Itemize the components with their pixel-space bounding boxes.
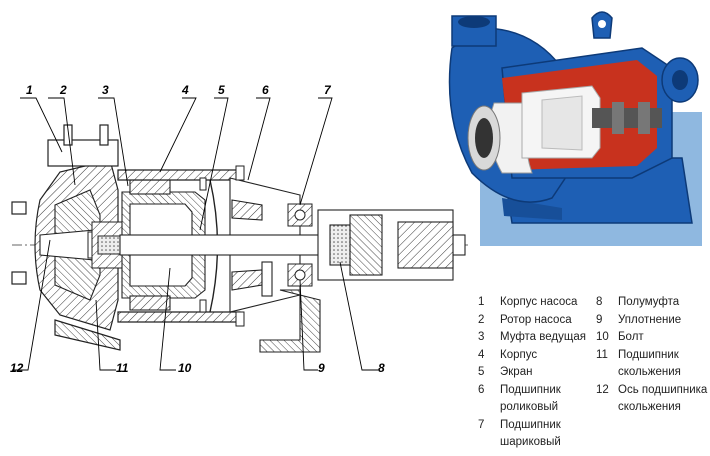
legend-item: 1 Корпус насоса — [478, 294, 598, 312]
callout-6: 6 — [262, 83, 269, 97]
callout-10: 10 — [178, 361, 192, 375]
callout-1: 1 — [26, 83, 33, 97]
callout-9: 9 — [318, 361, 325, 375]
pump-cutaway-photo — [448, 11, 702, 246]
legend-item: 12 Ось подшипника скольжения — [596, 382, 708, 417]
legend-item-text: шариковый — [500, 436, 561, 448]
callout-5: 5 — [218, 83, 225, 97]
legend-item: 9 Уплотнение — [596, 312, 706, 330]
half-coupling — [317, 209, 454, 281]
callout-2: 2 — [60, 83, 67, 97]
legend-item: 8 Полумуфта — [596, 294, 706, 312]
legend-item-text: Корпус насоса — [500, 296, 578, 308]
pump-rotor — [39, 189, 101, 301]
legend-item-number: 1 — [478, 296, 485, 308]
legend-item-number: 2 — [478, 313, 485, 326]
legend-column-1: 1 Корпус насоса 2 Ротор насоса 3 Муфта ведуща… — [478, 294, 598, 452]
legend-item-number: 3 — [478, 331, 485, 343]
legend-item-text: Болт — [618, 331, 644, 343]
callout-11: 11 — [116, 361, 129, 375]
callout-12: 12 — [10, 361, 24, 375]
legend-item-number: 8 — [596, 296, 603, 308]
legend-item-text: Ротор насоса — [500, 313, 572, 326]
legend-item: 5 Экран — [478, 364, 598, 382]
legend-item: 11 Подшипник скольжения — [596, 347, 706, 382]
bolts — [199, 165, 245, 327]
legend-item-text: Полумуфта — [618, 296, 680, 308]
legend-item-number: 7 — [478, 418, 485, 431]
legend-item: 10 Болт — [596, 329, 706, 347]
legend-item-text: Подшипник — [618, 348, 679, 361]
legend-item-number: 5 — [478, 366, 485, 378]
callout-7: 7 — [324, 83, 331, 97]
callout-8: 8 — [378, 361, 385, 375]
legend-item-number: 11 — [596, 348, 608, 361]
legend-item-text: скольжения — [618, 366, 681, 378]
legend-item-text: Подшипник — [500, 383, 561, 396]
legend-item-number: 6 — [478, 383, 485, 396]
legend-item-text: Экран — [500, 366, 533, 378]
legend-item-number: 4 — [478, 348, 485, 361]
callout-4: 4 — [182, 83, 189, 97]
legend-column-2: 8 Полумуфта 9 Уплотнение 10 Болт 11 Подшипник ск… — [596, 294, 708, 417]
legend-item-text: Корпус — [500, 348, 538, 361]
legend-item: 2 Ротор насоса — [478, 312, 598, 330]
legend-item-number: 12 — [596, 383, 609, 396]
ball-bearing — [287, 203, 313, 287]
legend-item: 4 Корпус — [478, 347, 598, 365]
legend-item: 3 Муфта ведущая — [478, 329, 598, 347]
legend-item: 6 Подшипник роликовый — [478, 382, 598, 417]
legend-item: 7 Подшипник шариковый — [478, 417, 598, 452]
pump-cross-section-drawing — [11, 97, 468, 371]
legend-item-text: Уплотнение — [618, 313, 682, 326]
legend-item-text: скольжения — [618, 401, 681, 413]
legend-item-text: роликовый — [500, 401, 559, 413]
leader-lines — [12, 97, 378, 371]
legend-item-text: Муфта ведущая — [500, 331, 586, 343]
legend-item-text: Подшипник — [500, 418, 561, 431]
legend-item-number: 10 — [596, 331, 609, 343]
legend-item-number: 9 — [596, 313, 603, 326]
callout-3: 3 — [102, 83, 109, 97]
legend-item-text: Ось подшипника — [618, 383, 708, 396]
